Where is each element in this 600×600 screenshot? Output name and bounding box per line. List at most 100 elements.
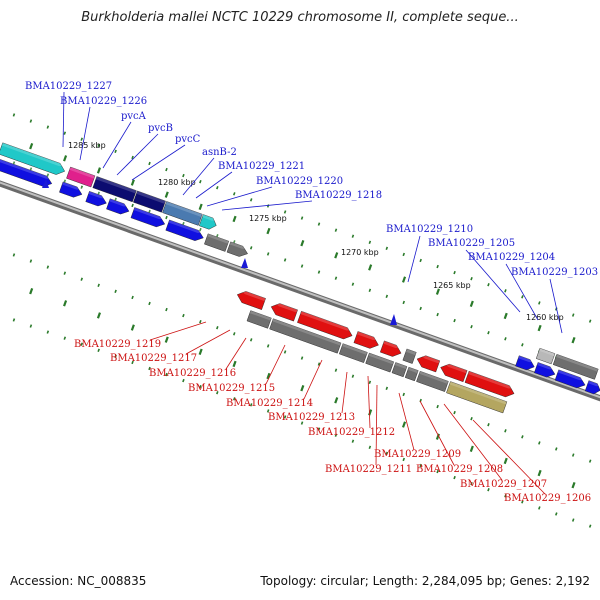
tick-minor: [46, 265, 50, 269]
gene-red: [236, 288, 267, 310]
forward-strand-marker: [241, 258, 248, 268]
tick-minor: [453, 410, 456, 415]
gene-label[interactable]: pvcA: [121, 111, 147, 122]
gene-navy-shape: [133, 190, 166, 213]
gene-label[interactable]: BMA10229_1207: [460, 479, 547, 490]
tick-minor: [538, 301, 541, 305]
tick-major: [232, 360, 237, 368]
gene-label[interactable]: pvcC: [175, 134, 201, 145]
tick-minor: [29, 259, 33, 263]
tick-minor: [165, 167, 168, 172]
tick-major: [503, 457, 508, 465]
kbp-label: 1280 kbp: [158, 178, 196, 187]
gene-label[interactable]: BMA10229_1213: [268, 412, 355, 423]
tick-minor: [249, 403, 253, 407]
tick-major: [537, 324, 542, 332]
tick-major: [63, 155, 68, 162]
gene-olive-highlight: [449, 378, 508, 405]
gene-label[interactable]: BMA10229_1210: [386, 224, 473, 235]
gene-label[interactable]: BMA10229_1221: [218, 161, 305, 172]
gene-label[interactable]: BMA10229_1211: [325, 464, 412, 475]
gene-gray-highlight: [342, 340, 369, 355]
tick-major: [435, 288, 440, 295]
gene-gray: [246, 307, 273, 329]
gene-track: [0, 139, 600, 414]
tick-major: [503, 312, 508, 320]
tick-minor: [80, 137, 83, 141]
tick-minor: [283, 258, 287, 262]
gene-label[interactable]: BMA10229_1205: [428, 238, 515, 249]
gene-red: [379, 338, 404, 357]
tick-minor: [165, 215, 168, 220]
gene-red-highlight: [300, 308, 355, 331]
gene-blue-highlight: [518, 353, 537, 363]
gene-red-highlight: [419, 352, 441, 364]
kbp-label: 1270 kbp: [341, 248, 379, 257]
gene-navy: [92, 173, 138, 203]
gene-gray: [269, 316, 342, 354]
gene-red-shape: [353, 331, 379, 349]
tick-minor: [199, 384, 202, 389]
tick-minor: [402, 252, 406, 257]
tick-minor: [470, 481, 473, 486]
gene-blue-highlight: [587, 377, 600, 387]
leader-line-upper: [79, 106, 91, 161]
tick-minor: [266, 252, 270, 256]
gene-label[interactable]: BMA10229_1226: [60, 96, 147, 107]
tick-minor: [114, 354, 117, 359]
gene-blue-shape: [554, 369, 586, 389]
gene-gray-highlight: [394, 359, 408, 370]
tick-minor: [300, 356, 304, 360]
gene-blue-highlight: [537, 359, 557, 370]
gene-label[interactable]: BMA10229_1209: [374, 449, 461, 460]
gene-label[interactable]: BMA10229_1220: [256, 176, 343, 187]
gene-gray-shape: [391, 362, 408, 378]
tick-minor: [385, 386, 389, 391]
gene-label[interactable]: BMA10229_1215: [188, 383, 275, 394]
tick-minor: [97, 348, 100, 352]
gene-label[interactable]: BMA10229_1219: [74, 339, 161, 350]
gene-label[interactable]: BMA10229_1217: [110, 353, 197, 364]
gene-label[interactable]: BMA10229_1208: [416, 464, 503, 475]
tick-minor: [97, 191, 100, 195]
gene-label[interactable]: BMA10229_1216: [149, 368, 236, 379]
gene-label[interactable]: BMA10229_1214: [226, 398, 313, 409]
gene-label[interactable]: BMA10229_1227: [25, 81, 112, 92]
tick-minor: [402, 300, 406, 305]
gene-label[interactable]: pvcB: [148, 123, 173, 134]
tick-major: [198, 348, 203, 355]
gene-label[interactable]: BMA10229_1218: [295, 190, 382, 201]
leader-line-lower: [375, 384, 378, 466]
tick-minor: [249, 246, 253, 250]
tick-minor: [182, 378, 185, 383]
gene-blue-shape: [165, 219, 204, 241]
tick-minor: [266, 204, 270, 208]
tick-major: [164, 191, 169, 198]
tick-minor: [571, 313, 575, 317]
gene-red-highlight: [273, 300, 299, 313]
gene-blue-highlight: [0, 155, 54, 179]
gene-gray-shape: [404, 366, 419, 382]
tick-major: [198, 203, 203, 210]
gene-label[interactable]: BMA10229_1206: [504, 493, 591, 504]
tick-minor: [283, 415, 287, 419]
tick-major: [571, 336, 576, 344]
tick-minor: [148, 209, 151, 214]
tick-minor: [283, 210, 287, 214]
gene-label[interactable]: BMA10229_1204: [468, 252, 555, 263]
gene-steel-shape: [162, 201, 203, 226]
tick-minor: [182, 173, 185, 178]
gene-label[interactable]: BMA10229_1203: [511, 267, 598, 278]
tick-minor: [148, 366, 151, 371]
gene-label[interactable]: asnB-2: [202, 147, 237, 158]
gene-gray: [226, 239, 250, 257]
leader-line-lower: [185, 329, 231, 355]
gene-label[interactable]: BMA10229_1212: [308, 427, 395, 438]
accession-text: Accession: NC_008835: [10, 574, 147, 588]
gene-red: [270, 300, 299, 322]
leader-line-upper: [102, 121, 132, 169]
tick-minor: [436, 404, 439, 409]
gene-gray-shape: [552, 353, 599, 380]
tick-minor: [80, 342, 83, 346]
tick-minor: [504, 494, 507, 498]
